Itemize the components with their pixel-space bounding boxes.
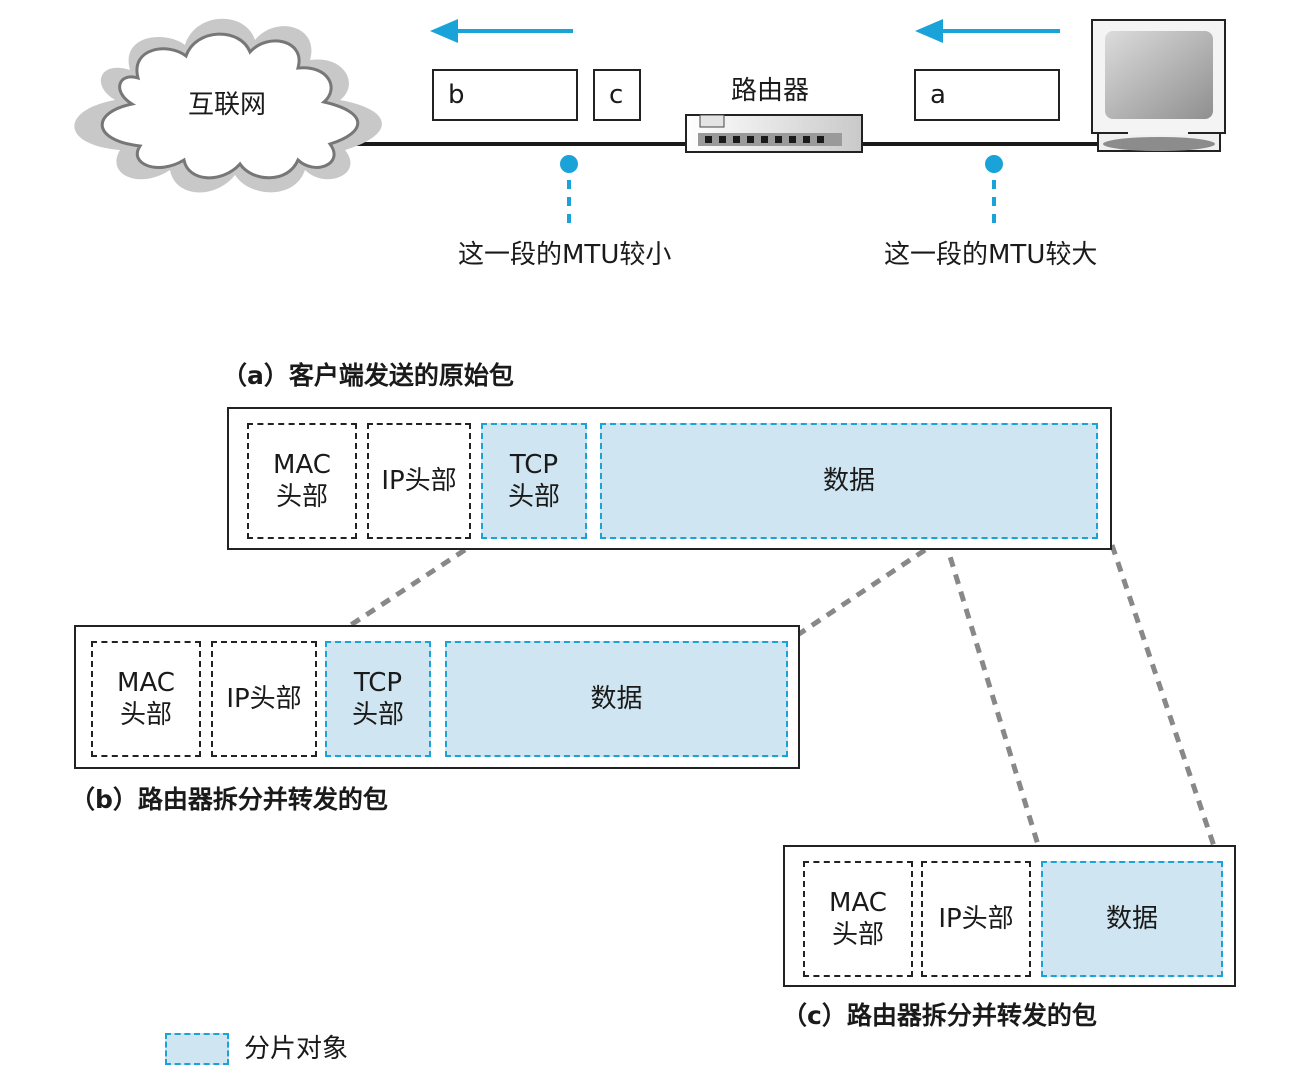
- data-segment: 数据: [445, 641, 788, 757]
- ip-header-segment: IP头部: [211, 641, 317, 757]
- mac-header-segment: MAC 头部: [803, 861, 913, 977]
- connector-b-left: [326, 537, 482, 643]
- connector-c-left: [942, 539, 1045, 859]
- tcp-header-segment: TCP 头部: [325, 641, 431, 757]
- legend-fragment-swatch: [165, 1033, 229, 1065]
- fragment-connectors: [326, 537, 1221, 859]
- tcp-header-segment: TCP 头部: [481, 423, 587, 539]
- fragment-packet-b: MAC 头部 IP头部 TCP 头部 数据: [74, 625, 800, 769]
- packet-b-label: b: [448, 80, 465, 110]
- packet-a-box: a: [914, 69, 1060, 121]
- packet-c-label: c: [609, 80, 624, 110]
- original-packet: MAC 头部 IP头部 TCP 头部 数据: [227, 407, 1112, 550]
- data-segment: 数据: [1041, 861, 1223, 977]
- packet-c-box: c: [593, 69, 641, 121]
- connector-b-right: [788, 537, 942, 643]
- mtu-small-marker-icon: [560, 155, 578, 228]
- internet-cloud-icon: [74, 18, 382, 193]
- ip-header-segment: IP头部: [921, 861, 1031, 977]
- packet-a-label: a: [930, 80, 946, 110]
- router-icon: [685, 114, 863, 153]
- mac-header-segment: MAC 头部: [247, 423, 357, 539]
- connector-c-right: [1109, 544, 1221, 859]
- mtu-large-marker-icon: [985, 155, 1003, 228]
- direction-arrow-right-icon: [915, 19, 1060, 43]
- mtu-small-note: 这一段的MTU较小: [458, 240, 672, 270]
- fragment-packet-c: MAC 头部 IP头部 数据: [783, 845, 1236, 987]
- packet-b-box: b: [432, 69, 578, 121]
- data-segment: 数据: [600, 423, 1098, 539]
- router-label: 路由器: [731, 76, 810, 106]
- packet-a-caption: （a）客户端发送的原始包: [222, 361, 514, 390]
- computer-icon: [1091, 19, 1226, 152]
- legend-fragment-label: 分片对象: [244, 1034, 349, 1064]
- mac-header-segment: MAC 头部: [91, 641, 201, 757]
- internet-label: 互联网: [188, 90, 267, 120]
- direction-arrow-left-icon: [430, 19, 573, 43]
- ip-header-segment: IP头部: [367, 423, 471, 539]
- mtu-large-note: 这一段的MTU较大: [884, 240, 1098, 270]
- packet-b-caption: （b）路由器拆分并转发的包: [70, 785, 388, 814]
- packet-c-caption: （c）路由器拆分并转发的包: [782, 1001, 1097, 1030]
